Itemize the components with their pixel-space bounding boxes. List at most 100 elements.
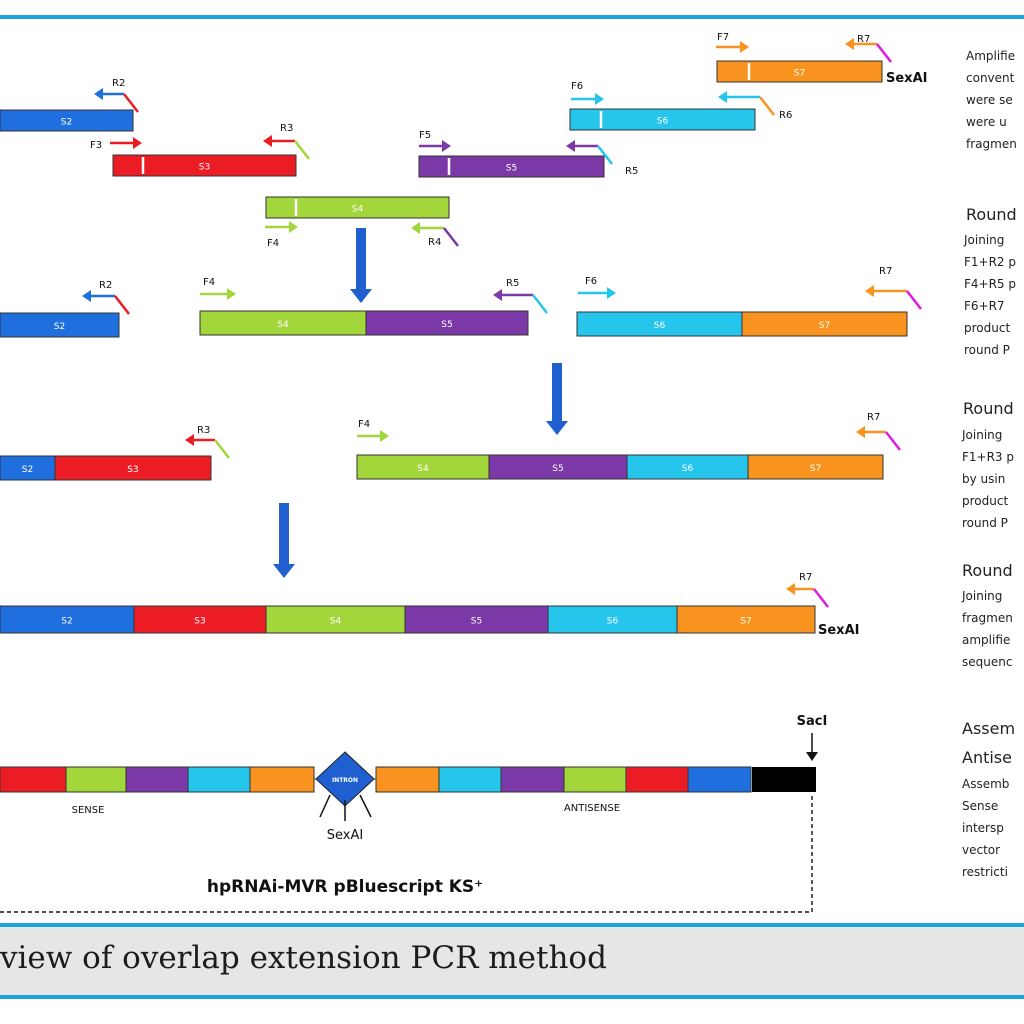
round2-f4-primer-label: F4: [358, 419, 370, 430]
round1-s4s5-s4: [199, 310, 367, 336]
sexai-site-label-top: SexAI: [886, 71, 927, 86]
round1-line: product: [964, 321, 1011, 335]
round2-r7-primer-head: [856, 426, 865, 438]
r2-primer-tail: [123, 93, 139, 113]
round3-r7-primer-head: [786, 583, 795, 595]
round1-line: round P: [964, 343, 1010, 357]
sense-s3-block: [0, 766, 67, 793]
r3-primer-head: [263, 135, 272, 147]
round3-full-s4-label: S4: [330, 617, 342, 627]
saci-black-block: [752, 767, 816, 792]
round3-line: fragmen: [962, 611, 1013, 625]
s7-fragment: [716, 60, 883, 83]
s6-fragment: [569, 108, 756, 131]
round2-heading: Round: [963, 399, 1014, 418]
round2-r3-primer-head: [185, 434, 194, 446]
round1-s4s5-s5: [365, 310, 529, 336]
r7-primer-head: [845, 38, 854, 50]
round2-s4-s7-s6: [626, 454, 749, 480]
s2-fragment: [0, 109, 134, 132]
f7-primer-head: [740, 41, 749, 53]
r2-primer-label: R2: [112, 78, 125, 89]
r3-primer-tail: [294, 140, 310, 160]
antisense-label: ANTISENSE: [564, 803, 620, 814]
round3-text: Joining fragmen amplifie sequenc: [962, 585, 1013, 673]
r4-primer-label: R4: [428, 237, 441, 248]
r2-primer-head: [94, 88, 103, 100]
assembly-heading: Assem: [962, 719, 1016, 738]
round3-full-s2-label: S2: [61, 617, 72, 627]
f3-primer-label: F3: [90, 140, 102, 151]
antisense-s5-block: [500, 766, 565, 793]
round1-s4s5-s5-label: S5: [441, 320, 452, 330]
round1-arrow-head: [350, 289, 372, 303]
caption-band: [0, 927, 1024, 995]
round2-s2s3-s3-label: S3: [127, 465, 138, 475]
vector-label: hpRNAi-MVR pBluescript KS⁺: [207, 877, 483, 897]
round1-s6s7-s6: [576, 311, 743, 337]
round1-r5-primer-head: [493, 289, 502, 301]
sense-s7-block: [249, 766, 315, 793]
f6-primer-label: F6: [571, 81, 583, 92]
round1-s2-fragment: [0, 312, 120, 338]
side-intro-line: convent: [966, 71, 1015, 85]
intron-label: INTRON: [332, 777, 358, 784]
side-intro-line: were se: [966, 93, 1013, 107]
round3-full-s3-label: S3: [194, 617, 205, 627]
round2-line: by usin: [962, 472, 1006, 486]
s7-fragment-label: S7: [794, 69, 805, 79]
round1-r2-primer-label: R2: [99, 280, 112, 291]
round1-r5-primer-label: R5: [506, 278, 519, 289]
round1-s6s7-s6-label: S6: [654, 321, 666, 331]
round2-r3-primer-tail: [214, 439, 230, 459]
round2-arrow-head: [546, 421, 568, 435]
s4-fragment: [265, 196, 450, 219]
round1-r5-primer-tail: [532, 294, 548, 314]
round2-line: product: [962, 494, 1009, 508]
r6-primer-tail: [759, 96, 775, 116]
round3-full-s5-label: S5: [471, 617, 482, 627]
round1-r2-primer-tail: [114, 295, 130, 315]
figure-caption: view of overlap extension PCR method: [0, 940, 607, 976]
round1-f4-primer-head: [227, 288, 236, 300]
s6-fragment-label: S6: [657, 117, 669, 127]
f5-primer-label: F5: [419, 130, 431, 141]
round2-r3-primer-label: R3: [197, 425, 210, 436]
antisense-s4-block: [563, 766, 627, 793]
round2-s4-s7-s5-label: S5: [552, 464, 563, 474]
round3-r7-primer-tail: [813, 588, 829, 608]
r4-primer-head: [411, 222, 420, 234]
round3-full-s7-label: S7: [740, 617, 751, 627]
round3-full-s2: [0, 605, 135, 634]
saci-site-label: SacI: [797, 714, 828, 729]
round1-r7-primer-tail: [906, 290, 922, 310]
round1-r7-primer-head: [865, 285, 874, 297]
round3-arrow-head: [273, 564, 295, 578]
f5-primer-head: [442, 140, 451, 152]
r5-primer-label: R5: [625, 166, 638, 177]
round3-full-s3: [133, 605, 267, 634]
assembly-line: Assemb: [962, 777, 1010, 791]
sexai-site-label-full: SexAI: [818, 623, 859, 638]
round2-arrow: [552, 363, 562, 423]
round1-s2-fragment-label: S2: [54, 322, 65, 332]
round3-full-s5: [404, 605, 549, 634]
round1-line: F1+R2 p: [964, 255, 1016, 269]
assembly-line: vector: [962, 843, 1001, 857]
round1-line: F6+R7: [964, 299, 1005, 313]
f6-primer-head: [595, 93, 604, 105]
round2-s4-s7-s5: [488, 454, 628, 480]
round2-s4-s7-s4: [356, 454, 490, 480]
round2-line: round P: [962, 516, 1008, 530]
s4-fragment-label: S4: [352, 205, 364, 215]
assembly-text: Assemb Sense intersp vector restricti: [962, 773, 1009, 883]
round1-text: Joining F1+R2 p F4+R5 p F6+R7 product ro…: [964, 229, 1016, 361]
round3-full-s7: [676, 605, 816, 634]
round3-heading: Round: [962, 561, 1013, 580]
s3-fragment-label: S3: [199, 163, 210, 173]
assembly-line: restricti: [962, 865, 1008, 879]
sexai-site-label-construct: SexAI: [327, 828, 363, 843]
r4-primer-tail: [443, 227, 459, 247]
s2-fragment-label: S2: [61, 118, 72, 128]
